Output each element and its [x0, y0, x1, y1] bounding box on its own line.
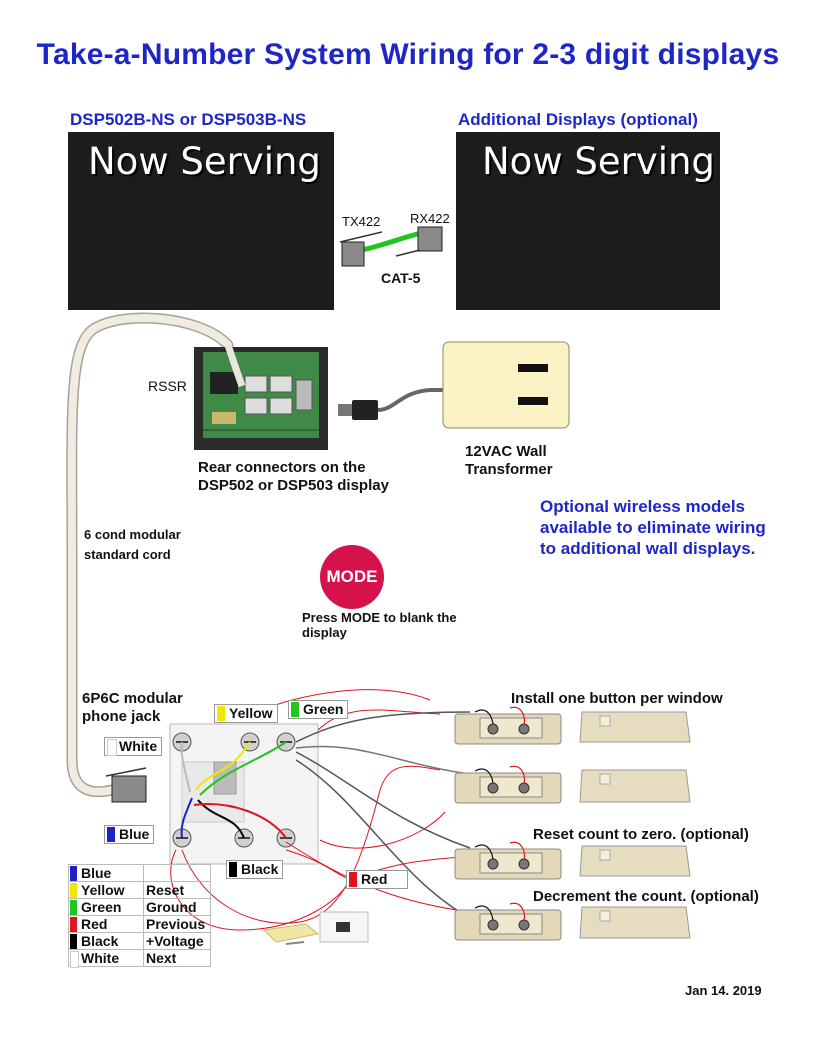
tx422-jack — [339, 231, 383, 267]
rx422-jack — [395, 226, 443, 257]
legend-swatch — [70, 900, 77, 915]
terminal-tag-yellow: Yellow — [214, 704, 278, 723]
additional-display-header: Additional Displays (optional) — [458, 110, 698, 129]
button-base — [454, 841, 562, 880]
legend-swatch — [70, 866, 77, 881]
mode-caption-line1: Press MODE to blank the — [302, 610, 457, 625]
blue-swatch — [107, 827, 115, 842]
wireless-note-line2: available to eliminate wiring — [540, 518, 766, 537]
reset-caption: Reset count to zero. (optional) — [533, 826, 749, 843]
cord-plug — [105, 767, 147, 803]
date-label: Jan 14. 2019 — [685, 983, 762, 998]
terminal-tag-green: Green — [288, 700, 349, 719]
transformer-label-line1: 12VAC Wall — [465, 443, 547, 460]
red-swatch — [349, 872, 357, 887]
terminal-tag-black: Black — [226, 860, 284, 879]
wall-transformer — [442, 341, 570, 429]
rear-connector-board — [194, 347, 328, 450]
main-display-panel: Now Serving — [68, 132, 334, 310]
button-cover — [579, 711, 691, 743]
rear-caption-line2: DSP502 or DSP503 display — [198, 477, 389, 494]
additional-display-text: Now Serving — [482, 140, 715, 183]
button-cover — [579, 845, 691, 877]
legend-swatch — [70, 917, 77, 932]
tx422-label: TX422 — [342, 214, 381, 229]
cord-label-line2: standard cord — [84, 547, 171, 562]
mode-button[interactable]: MODE — [320, 545, 384, 609]
rx422-label: RX422 — [410, 211, 450, 226]
terminal-tag-red: Red — [346, 870, 408, 889]
main-display-text: Now Serving — [88, 140, 321, 183]
phone-jack-body — [169, 723, 319, 865]
button-base — [454, 902, 562, 941]
page-title: Take-a-Number System Wiring for 2-3 digi… — [36, 38, 780, 71]
button-base — [454, 706, 562, 745]
black-swatch — [229, 862, 237, 877]
button-base — [454, 765, 562, 804]
rear-caption-line1: Rear connectors on the — [198, 459, 366, 476]
wireless-note-line1: Optional wireless models — [540, 497, 746, 516]
green-swatch — [291, 702, 299, 717]
cat5-label: CAT-5 — [381, 270, 421, 286]
cord-label-line1: 6 cond modular — [84, 527, 181, 542]
jack-label-line1: 6P6C modular — [82, 690, 183, 707]
terminal-tag-blue: Blue — [104, 825, 155, 844]
wireless-note-line3: to additional wall displays. — [540, 539, 756, 558]
additional-display-panel: Now Serving — [456, 132, 720, 310]
legend-row: Black+Voltage — [68, 932, 211, 950]
legend-swatch — [70, 951, 79, 968]
button-cover — [579, 769, 691, 803]
main-display-header: DSP502B-NS or DSP503B-NS — [70, 110, 307, 129]
decrement-caption: Decrement the count. (optional) — [533, 888, 759, 905]
install-caption: Install one button per window — [511, 690, 723, 707]
terminal-tag-white: White — [104, 737, 163, 756]
mode-caption-line2: display — [302, 625, 347, 640]
legend-swatch — [70, 934, 77, 949]
small-jack-photo — [262, 911, 369, 945]
button-cover — [579, 906, 691, 939]
yellow-swatch — [217, 706, 225, 721]
power-plug — [338, 388, 445, 420]
legend-swatch — [70, 883, 77, 898]
white-swatch — [107, 739, 117, 756]
transformer-label-line2: Transformer — [465, 461, 553, 478]
rssr-label: RSSR — [148, 378, 187, 394]
jack-label-line2: phone jack — [82, 708, 161, 725]
legend-row: Blue — [68, 864, 211, 882]
